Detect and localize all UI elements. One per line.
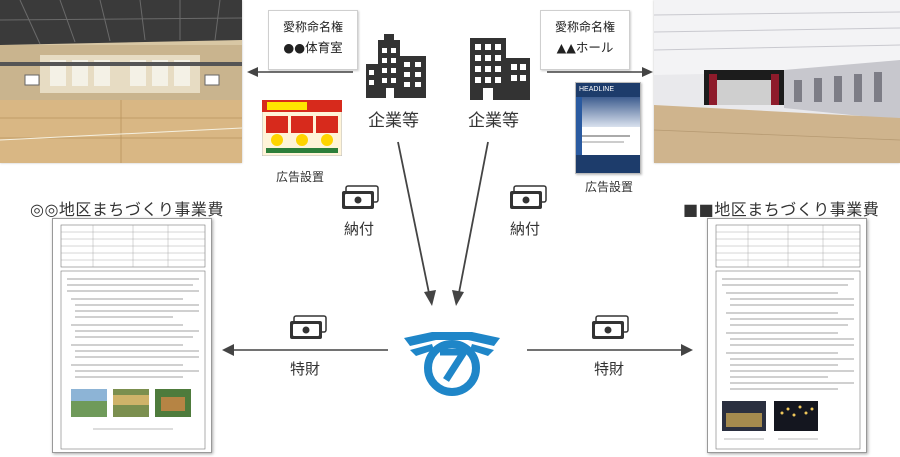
ad-label-right: 広告設置 (585, 180, 634, 194)
facility-name: ●●体育室 (283, 40, 343, 55)
project-title-left: ◎◎地区まちづくり事業費 (30, 200, 224, 219)
money-icon (342, 185, 379, 209)
company-label-right: 企業等 (468, 111, 519, 131)
facility-name: ▲▲ホール (556, 40, 614, 55)
poster-ad-image: HEADLINE (575, 82, 641, 174)
building-icon-left (364, 34, 430, 104)
poster-headline: HEADLINE (576, 83, 640, 97)
arrow-to-gym (247, 67, 353, 77)
money-icon (510, 185, 547, 209)
naming-rights-label: 愛称命名権 (282, 20, 343, 34)
project-document-right (707, 218, 867, 453)
company-label-left: 企業等 (368, 111, 419, 131)
naming-rights-card-right: 愛称命名権 ▲▲ホール (540, 10, 630, 70)
payment-arrows (397, 141, 489, 306)
flyer-ad-image (261, 99, 343, 157)
payment-label-left: 納付 (344, 220, 375, 238)
special-funds-label-left: 特財 (290, 360, 321, 378)
money-icon (290, 315, 327, 339)
project-document-left (52, 218, 212, 453)
naming-rights-label: 愛称命名権 (554, 20, 615, 34)
special-funds-label-right: 特財 (594, 360, 625, 378)
naming-rights-card-left: 愛称命名権 ●●体育室 (268, 10, 358, 70)
arrow-to-hall (547, 67, 653, 77)
ad-label-left: 広告設置 (276, 170, 325, 184)
arrow-to-right-project (527, 344, 693, 356)
money-icon (592, 315, 629, 339)
payment-label-right: 納付 (510, 220, 541, 238)
building-icon-right (468, 38, 532, 104)
project-title-right: ■■地区まちづくり事業費 (683, 200, 880, 219)
gymnasium-photo (0, 0, 242, 163)
arrow-to-left-project (222, 344, 388, 356)
city-logo-icon (402, 310, 502, 404)
hall-photo (654, 0, 900, 163)
